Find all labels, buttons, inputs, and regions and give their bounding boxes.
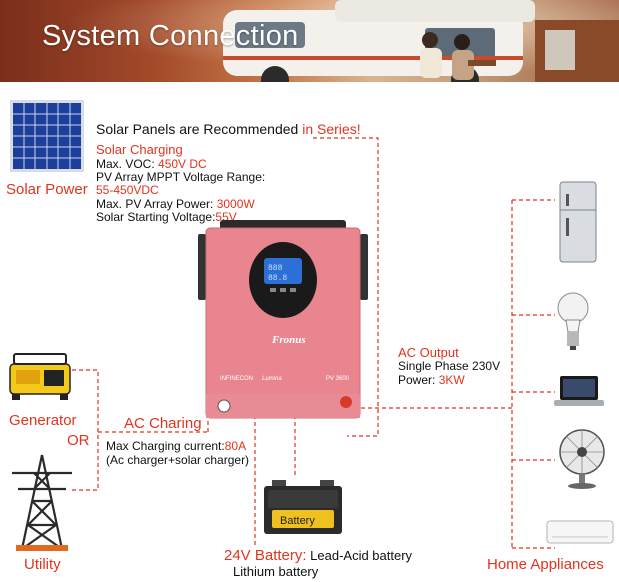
max-power-label: Max. PV Array Power:: [96, 197, 217, 211]
max-current-value: 80A: [224, 439, 247, 453]
svg-text:88.8: 88.8: [268, 274, 287, 283]
battery-case-label: Battery: [280, 515, 315, 527]
battery-type-lithium: Lithium battery: [233, 564, 319, 579]
inverter-model-right: PV 3600: [326, 376, 350, 382]
solar-charging-title: Solar Charging: [96, 142, 183, 157]
mppt-label: PV Array MPPT Voltage Range:: [96, 170, 266, 184]
utility-tower-icon: [12, 454, 72, 551]
ac-output-phase: Single Phase 230V: [398, 359, 501, 373]
light-bulb-icon: [557, 292, 589, 350]
inverter-model-left: INFINECON: [220, 376, 253, 382]
max-voc-label: Max. VOC:: [96, 157, 159, 171]
battery-type-lead-acid: Lead-Acid battery: [306, 548, 413, 563]
or-label: OR: [67, 432, 90, 449]
max-power-line: Max. PV Array Power: 3000W: [96, 198, 255, 211]
mppt-value: 55-450VDC: [96, 183, 159, 197]
recommend-text: Solar Panels are Recommended: [96, 121, 303, 137]
solar-power-label: Solar Power: [6, 181, 88, 198]
max-voc-value: 450V DC: [158, 157, 207, 171]
header-banner: System Connection: [0, 0, 619, 82]
ac-output-title: AC Output: [398, 345, 459, 360]
battery-voltage: 24V Battery:: [224, 547, 307, 564]
max-current-line: Max Charging current:80A: [106, 440, 246, 453]
svg-text:888: 888: [268, 264, 283, 273]
ac-output-power-line: Power: 3KW: [398, 374, 465, 387]
max-voc-line: Max. VOC: 450V DC: [96, 158, 207, 171]
battery-icon: [264, 480, 342, 534]
home-appliances-label: Home Appliances: [487, 556, 604, 573]
max-current-label: Max Charging current:: [106, 439, 225, 453]
inverter-model-mid: Lumina: [262, 376, 282, 382]
ac-charging-note: (Ac charger+solar charger): [106, 453, 250, 467]
ac-output-power-label: Power:: [398, 373, 439, 387]
max-power-value: 3000W: [216, 197, 255, 211]
air-conditioner-icon: [546, 520, 614, 544]
inverter-brand: Fronus: [272, 334, 306, 346]
refrigerator-icon: [559, 181, 597, 263]
solar-recommendation: Solar Panels are Recommended in Series!: [96, 121, 361, 137]
utility-label: Utility: [24, 556, 61, 573]
ac-charging-title: AC Charing: [124, 415, 202, 432]
battery-caption: 24V Battery: Lead-Acid battery: [224, 547, 412, 564]
solar-panel-icon: [10, 100, 84, 172]
electric-fan-icon: [559, 429, 605, 489]
people-illustration: [420, 32, 496, 80]
page-title: System Connection: [42, 20, 299, 52]
start-voltage-label: Solar Starting Voltage:: [96, 210, 216, 224]
generator-label: Generator: [9, 412, 77, 429]
laptop-icon: [554, 376, 604, 406]
generator-icon: [9, 353, 71, 400]
recommend-highlight: in Series!: [302, 121, 361, 137]
ac-output-power-value: 3KW: [438, 373, 465, 387]
